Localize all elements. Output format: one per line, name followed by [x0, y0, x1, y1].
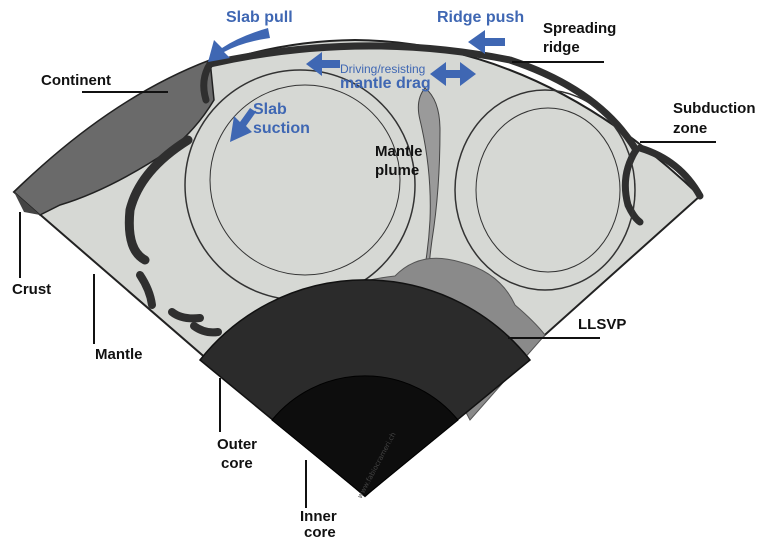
spreading-ridge-label-line1: Spreading [543, 20, 616, 38]
crust-label: Crust [12, 281, 51, 299]
mantle-drag-label-line2: mantle drag [340, 75, 431, 93]
mantle-label: Mantle [95, 346, 143, 364]
mantle-plume-label-line1: Mantle [375, 143, 423, 161]
outer-core-label-line2: core [221, 455, 253, 473]
llsvp-label: LLSVP [578, 316, 626, 334]
mantle-plume-label-line2: plume [375, 162, 419, 180]
slab-pull-label: Slab pull [226, 9, 293, 27]
slab-suction-label-line1: Slab [253, 101, 287, 119]
inner-core-label-line2: core [304, 524, 336, 542]
ridge-push-label: Ridge push [437, 9, 524, 27]
subduction-zone-label-line1: Subduction [673, 100, 756, 118]
slab-suction-label-line2: suction [253, 120, 310, 138]
subduction-zone-label-line2: zone [673, 120, 707, 138]
spreading-ridge-label-line2: ridge [543, 39, 580, 57]
continent-label: Continent [41, 72, 111, 90]
outer-core-label-line1: Outer [217, 436, 257, 454]
